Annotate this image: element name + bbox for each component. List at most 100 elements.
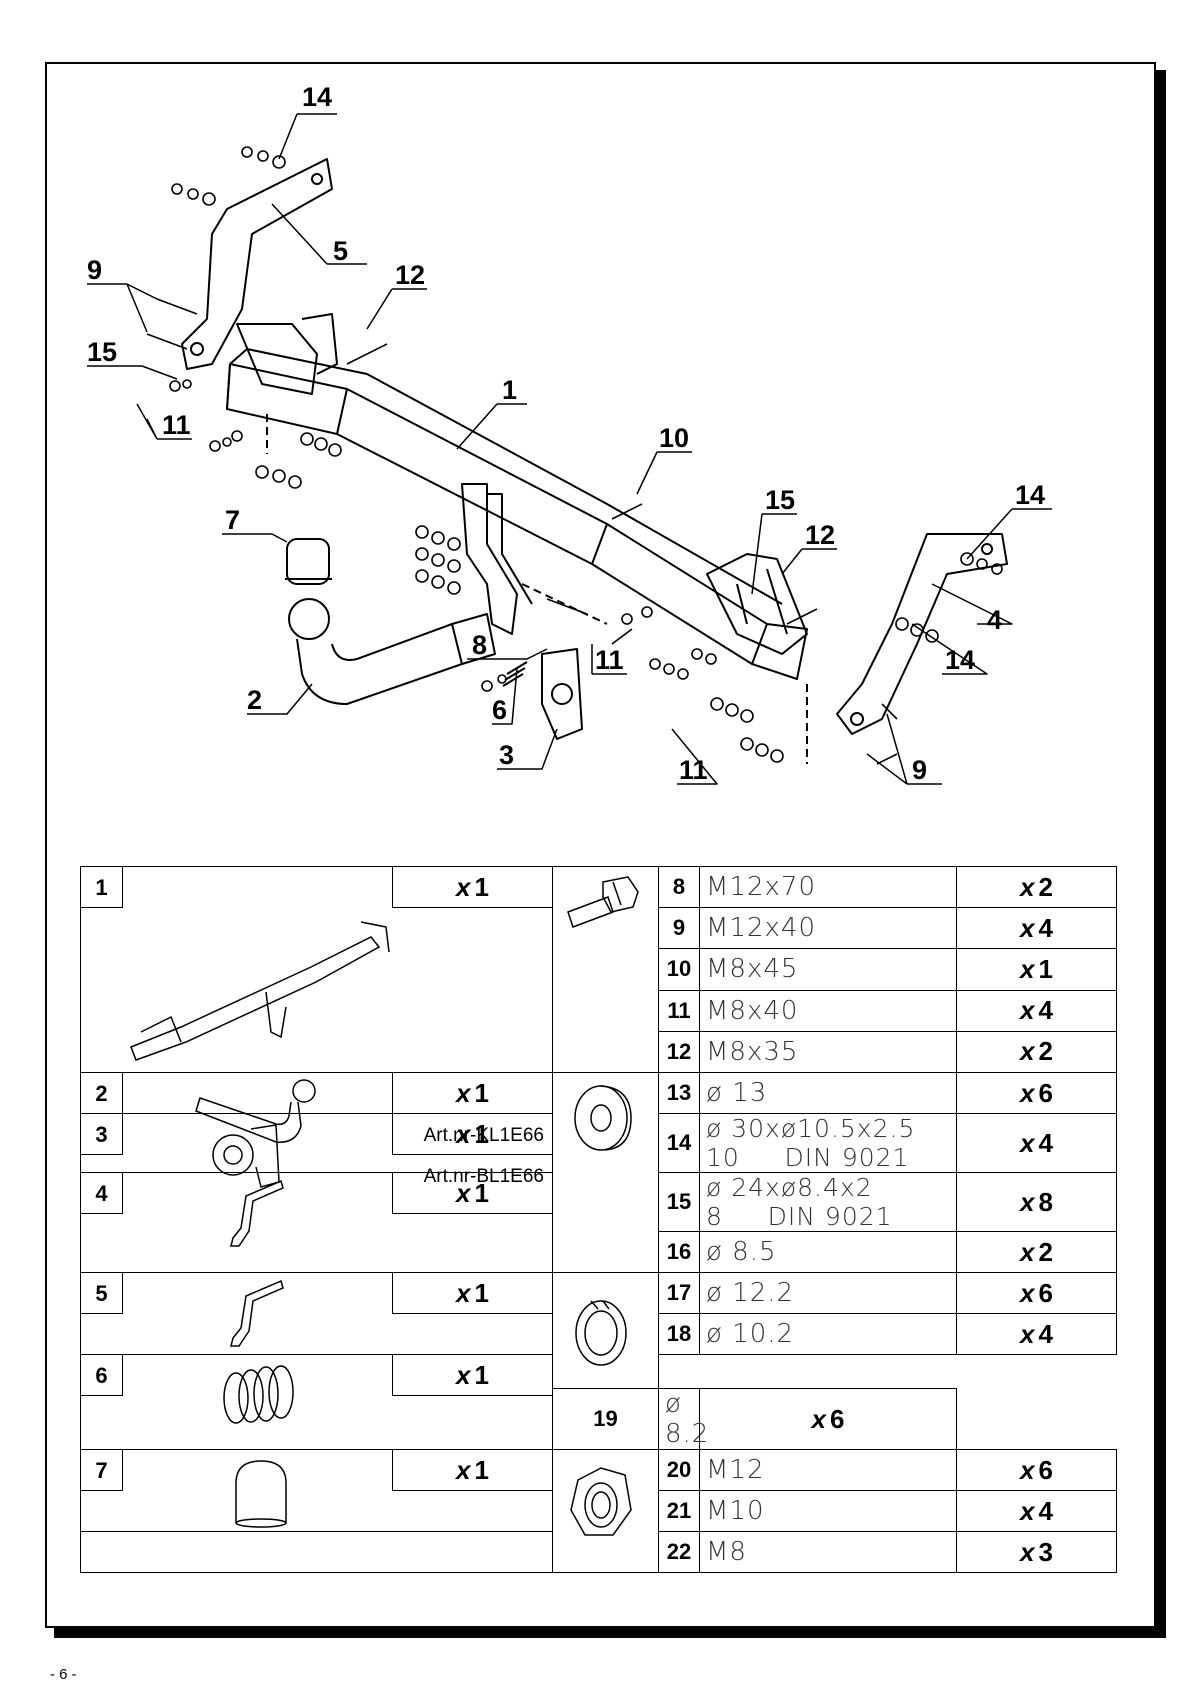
part-7-cell-bottom [80,1531,553,1573]
flat-washer-group-cell [552,1072,659,1273]
part-number: 10 [658,948,700,991]
callout-6: 6 [492,695,507,725]
part-spec: ø 13 [699,1072,957,1114]
callout-12-right: 12 [805,520,835,550]
leader-lines [87,113,1052,785]
part-number: 18 [658,1313,700,1355]
flat-washer-icon [574,1085,632,1151]
bracket-left-icon [230,1279,284,1347]
page-number: - 6 - [50,1666,77,1683]
part-spec: ø 30xø10.5x2.5 10 DIN 9021 [699,1113,957,1173]
bracket-5-drawing [181,158,333,370]
callout-14-right-top: 14 [1015,480,1045,510]
exploded-assembly-diagram: 14 5 9 12 15 11 1 10 7 15 12 14 4 8 11 2… [47,64,1158,864]
callout-9-right: 9 [912,755,927,785]
callout-3: 3 [499,740,514,770]
spring-icon [223,1365,294,1424]
callout-12-left: 12 [395,260,425,290]
callout-14-top: 14 [302,82,332,112]
part-number: 8 [658,865,700,909]
part-spec: M8 [699,1531,957,1573]
bracket-4-drawing [836,533,1008,735]
callout-15-right: 15 [765,485,795,515]
part-number: 19 [552,1388,659,1450]
part-number: 13 [658,1072,700,1114]
part-number: 7 [81,1450,123,1491]
crossmember-drawing [226,313,808,764]
part-number: 17 [658,1272,700,1314]
hex-nut-icon [570,1467,632,1536]
part-number: 4 [81,1173,123,1214]
part-spec: M8x40 [699,989,957,1032]
callout-11-mid: 11 [595,645,624,675]
fastener-drawings [146,146,1003,765]
part-spec: ø 12.2 [699,1272,957,1314]
part-number: 20 [658,1449,700,1491]
part-number: 21 [658,1490,700,1532]
part-number: 6 [81,1355,123,1396]
part-spec: ø 8.5 [699,1231,957,1273]
part-spec: M12 [699,1449,957,1491]
bracket-right-icon [230,1179,284,1247]
ball-cap-icon [235,1460,287,1528]
callout-5: 5 [333,236,348,266]
part-number: 16 [658,1231,700,1273]
callout-1: 1 [502,375,517,405]
callout-14-right: 14 [945,645,975,675]
bolt-icon [567,876,639,928]
part-number: 1 [81,867,123,908]
part-spec: M12x70 [699,865,957,909]
hex-nut-group-cell [552,1449,659,1573]
spring-washer-group-cell [552,1272,659,1389]
part-spec: M10 [699,1490,957,1532]
callout-15-left: 15 [87,337,117,367]
tow-ball-drawing [285,538,496,705]
callout-11-left: 11 [162,410,191,440]
spring-washer-icon [575,1300,627,1366]
towbar-crossmember-icon [130,921,390,1061]
callout-4: 4 [987,605,1002,635]
socket-plate-drawing [502,648,583,740]
callout-7: 7 [225,505,240,535]
callout-9-left: 9 [87,255,102,285]
part-spec: M8x45 [699,948,957,991]
part-number: 14 [658,1113,700,1173]
part-spec: ø 10.2 [699,1313,957,1355]
callout-2: 2 [247,685,262,715]
callout-8: 8 [472,630,487,660]
part-spec: ø 24xø8.4x2 8 DIN 9021 [699,1172,957,1232]
part-number: 15 [658,1172,700,1232]
part-number: 5 [81,1273,123,1314]
callout-11-bottom: 11 [679,755,708,785]
callout-10: 10 [659,423,689,453]
